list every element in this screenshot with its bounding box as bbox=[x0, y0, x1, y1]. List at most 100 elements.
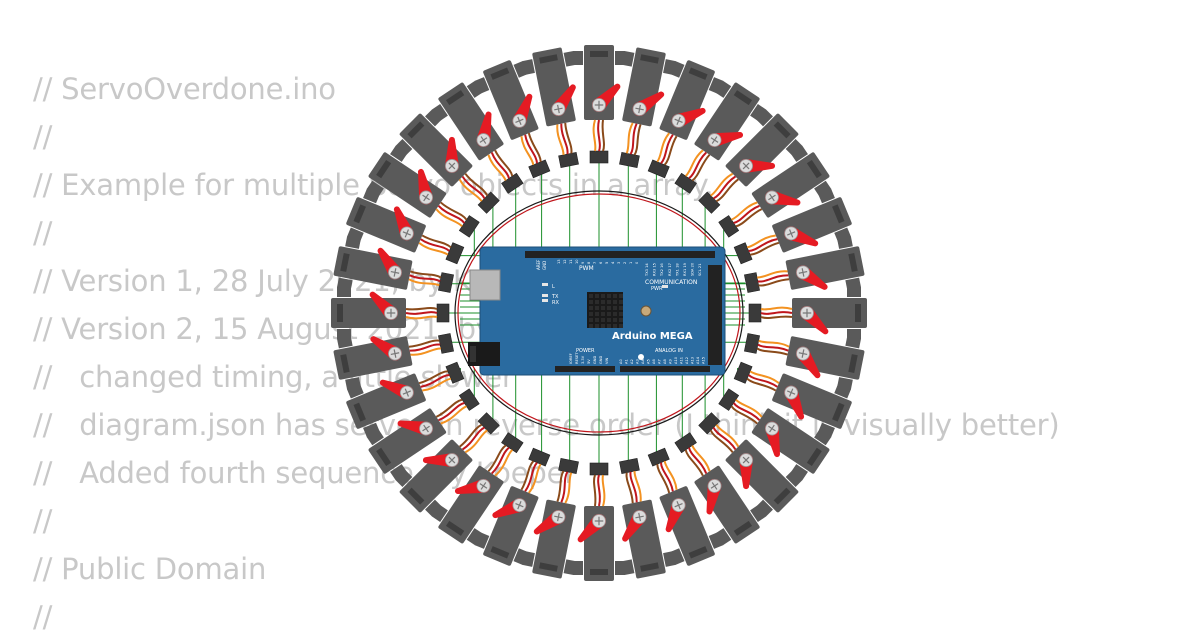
servo-mount-tab bbox=[573, 561, 583, 575]
servo-ground-lead bbox=[601, 119, 605, 152]
servo-horn-screw bbox=[479, 136, 488, 144]
servo-connector bbox=[528, 447, 551, 467]
servo-mount-tab bbox=[425, 109, 443, 127]
servo-motor[interactable] bbox=[428, 423, 537, 550]
servo-ground-lead bbox=[418, 370, 448, 385]
arduino-mega-board[interactable]: PWM COMMUNICATION POWER ANALOG IN L TX R… bbox=[468, 246, 726, 376]
servo-horn bbox=[671, 107, 706, 128]
servo-signal-lead bbox=[410, 347, 441, 356]
servo-motor[interactable] bbox=[573, 462, 625, 581]
servo-ground-lead bbox=[663, 135, 678, 166]
servo-signal-lead bbox=[663, 460, 678, 490]
servo-mount-tab bbox=[522, 59, 535, 75]
chip-pin bbox=[595, 294, 599, 298]
servo-power-lead bbox=[524, 461, 538, 492]
servo-mount-tab bbox=[390, 145, 408, 162]
servo-power-lead bbox=[747, 374, 778, 388]
servo-ground-lead bbox=[656, 464, 671, 494]
servo-motor[interactable] bbox=[331, 235, 457, 309]
servo-horn-screw bbox=[710, 136, 719, 144]
servo-motor[interactable] bbox=[391, 105, 511, 225]
servo-signal-lead bbox=[418, 242, 449, 256]
servo-motor[interactable] bbox=[331, 317, 457, 391]
servo-mount-tab bbox=[573, 51, 583, 65]
servo-label-plate bbox=[773, 121, 791, 139]
servo-motor[interactable] bbox=[661, 423, 770, 550]
servo-horn bbox=[422, 453, 459, 468]
servo-motor[interactable] bbox=[728, 346, 857, 439]
servo-label-plate bbox=[407, 121, 425, 139]
servo-connector bbox=[438, 272, 454, 293]
servo-motor[interactable] bbox=[362, 375, 489, 484]
power-wires bbox=[454, 190, 744, 436]
servo-motor[interactable] bbox=[573, 45, 625, 164]
servo-motor[interactable] bbox=[391, 401, 511, 521]
servo-motor[interactable] bbox=[428, 76, 537, 203]
servo-connector bbox=[698, 412, 721, 435]
servo-motor[interactable] bbox=[603, 455, 677, 581]
servo-motor[interactable] bbox=[741, 235, 867, 309]
servo-horn-screw bbox=[787, 229, 796, 238]
servo-motor[interactable] bbox=[709, 375, 836, 484]
chip-pin bbox=[607, 294, 611, 298]
chip-pin bbox=[607, 312, 611, 316]
servo-horn-screw bbox=[768, 424, 776, 433]
power-header bbox=[555, 366, 615, 372]
servo-motor[interactable] bbox=[741, 317, 867, 391]
servo-motor[interactable] bbox=[521, 455, 595, 581]
pin-label: SDA 20 bbox=[691, 262, 695, 276]
servo-motor[interactable] bbox=[748, 287, 867, 339]
servo-motor[interactable] bbox=[661, 76, 770, 203]
chip-pin bbox=[589, 312, 593, 316]
servo-horn-screw bbox=[635, 512, 644, 522]
servo-ground-lead bbox=[746, 377, 777, 392]
reset-button[interactable] bbox=[640, 305, 652, 317]
servo-ground-lead bbox=[408, 339, 440, 348]
board-label-aref: AREF bbox=[536, 259, 541, 270]
servo-motor[interactable] bbox=[632, 442, 725, 571]
servo-mount-tab bbox=[425, 499, 443, 517]
servo-connector bbox=[744, 272, 760, 293]
servo-connector bbox=[718, 215, 740, 238]
servo-horn-screw bbox=[554, 104, 563, 114]
servo-horn bbox=[796, 265, 828, 290]
servo-connector bbox=[458, 388, 480, 411]
servo-ground-lead bbox=[593, 474, 597, 507]
servo-horn bbox=[454, 478, 491, 494]
servo-signal-lead bbox=[494, 449, 514, 477]
chip-pin bbox=[607, 300, 611, 304]
servo-motor[interactable] bbox=[331, 287, 450, 339]
servo-mount-tab bbox=[669, 60, 685, 78]
led-tx bbox=[542, 294, 548, 297]
servo-ground-lead bbox=[735, 208, 763, 228]
servo-motor[interactable] bbox=[709, 142, 836, 251]
servo-motor[interactable] bbox=[472, 55, 565, 184]
board-label-pwm: PWM bbox=[579, 265, 594, 272]
servo-motor[interactable] bbox=[472, 442, 565, 571]
servo-motor[interactable] bbox=[341, 346, 470, 439]
servo-signal-lead bbox=[746, 234, 776, 249]
servo-mount-tab bbox=[715, 528, 732, 546]
servo-mount-tab bbox=[615, 51, 625, 65]
servo-signal-lead bbox=[691, 445, 711, 472]
servo-signal-lead bbox=[564, 472, 573, 504]
pin-label: A6 bbox=[652, 359, 656, 364]
servo-motor[interactable] bbox=[603, 45, 677, 171]
servo-motor[interactable] bbox=[341, 186, 470, 279]
servo-motor[interactable] bbox=[687, 401, 807, 521]
servo-label-plate bbox=[688, 546, 708, 559]
servo-motor[interactable] bbox=[687, 105, 807, 225]
pin-label: 1 bbox=[629, 262, 633, 264]
servo-motor[interactable] bbox=[728, 186, 857, 279]
servo-ground-lead bbox=[435, 398, 463, 418]
servo-power-lead bbox=[524, 134, 539, 164]
servo-connector bbox=[748, 303, 762, 323]
servo-mount-tab bbox=[390, 464, 408, 481]
servo-power-lead bbox=[712, 427, 737, 451]
servo-horn-screw bbox=[710, 482, 719, 490]
servo-label-plate bbox=[376, 447, 392, 467]
servo-mount-tab bbox=[663, 551, 676, 567]
servo-motor[interactable] bbox=[362, 142, 489, 251]
servo-motor[interactable] bbox=[521, 45, 595, 171]
